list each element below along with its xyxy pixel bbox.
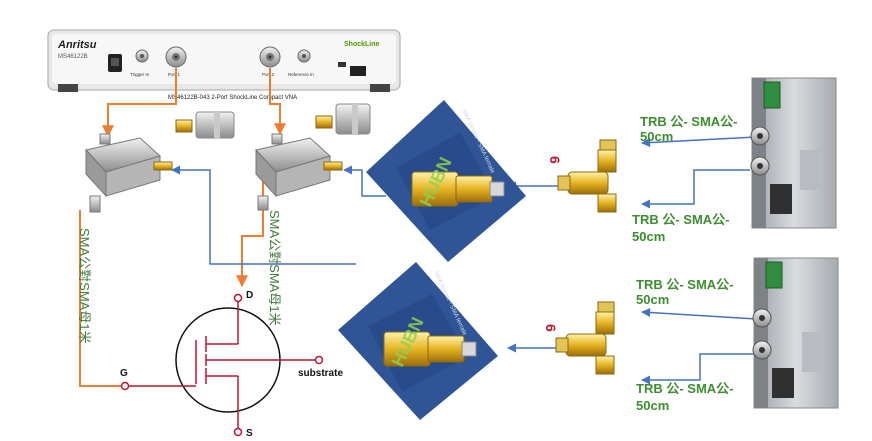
smu-panel-bottom [752,257,839,409]
smu-top-bnc-2[interactable] [750,156,770,176]
port1-connector[interactable] [165,46,187,68]
tee-adapter-bottom: 6 [543,301,615,375]
vna-model: MS46122B [58,54,88,60]
port2-label: Port 2 [262,72,275,77]
tee-label-top: 6 [547,156,563,164]
tee-label-bottom: 6 [543,324,559,332]
vna-instrument: Anritsu MS46122B ShockLine Trigger In Po… [47,29,401,101]
adapter-photo-bottom: HUBN SMA female - SMA female [338,262,498,420]
cable-label-mid: SMA公對SMA母1米 [267,210,282,326]
bias-tee-right [255,133,343,211]
reference-in-port[interactable] [297,49,311,63]
trigger-in-label: Trigger In [130,72,150,77]
mosfet-label-s: S [246,428,253,439]
bias-tee-left [85,133,173,213]
smu-panel-top [750,77,837,229]
cable-label-left: SMA公對SMA母1米 [77,228,92,344]
usb-port[interactable] [338,62,346,67]
trb-label-1b: 50cm [640,129,673,144]
vna-brand-right: ShockLine [344,41,380,48]
trb-labels: TRB 公- SMA公- 50cm TRB 公- SMA公- 50cm TRB … [632,114,738,413]
vna-subtitle: MS46122B-043 2-Port ShockLine Compact VN… [168,95,297,101]
smu-bottom-bnc-2[interactable] [752,340,772,360]
port1-label: Port 1 [168,72,181,77]
tee-adapter-top: 6 [547,139,617,213]
terminal-d[interactable] [233,293,243,303]
terminal-s[interactable] [233,427,243,437]
trb-label-4b: 50cm [636,398,669,413]
trb-label-2a: TRB 公- SMA公- [632,212,730,227]
mosfet-label-d: D [246,290,253,301]
adapter-small-2 [315,103,371,135]
port2-connector[interactable] [259,46,281,68]
dc-input-port[interactable] [350,66,366,76]
adapter-small-1 [175,111,235,139]
terminal-substrate[interactable] [314,355,324,365]
mosfet-symbol [120,293,324,437]
terminal-g[interactable] [120,381,130,391]
vna-brand: Anritsu [57,39,97,51]
reference-in-label: Reference In [288,72,314,77]
trb-label-2b: 50cm [632,229,665,244]
mosfet-label-g: G [120,368,128,379]
trb-label-3b: 50cm [636,292,669,307]
trb-label-3a: TRB 公- SMA公- [636,277,734,292]
smu-bottom-bnc-1[interactable] [752,308,772,328]
trb-label-4a: TRB 公- SMA公- [636,381,734,396]
adapter-photo-top: HUBN SMA female - SMA female [366,100,526,262]
trb-label-1a: TRB 公- SMA公- [640,114,738,129]
trigger-in-port[interactable] [135,49,149,63]
smu-top-bnc-1[interactable] [750,126,770,146]
mosfet-label-substrate: substrate [298,368,343,379]
